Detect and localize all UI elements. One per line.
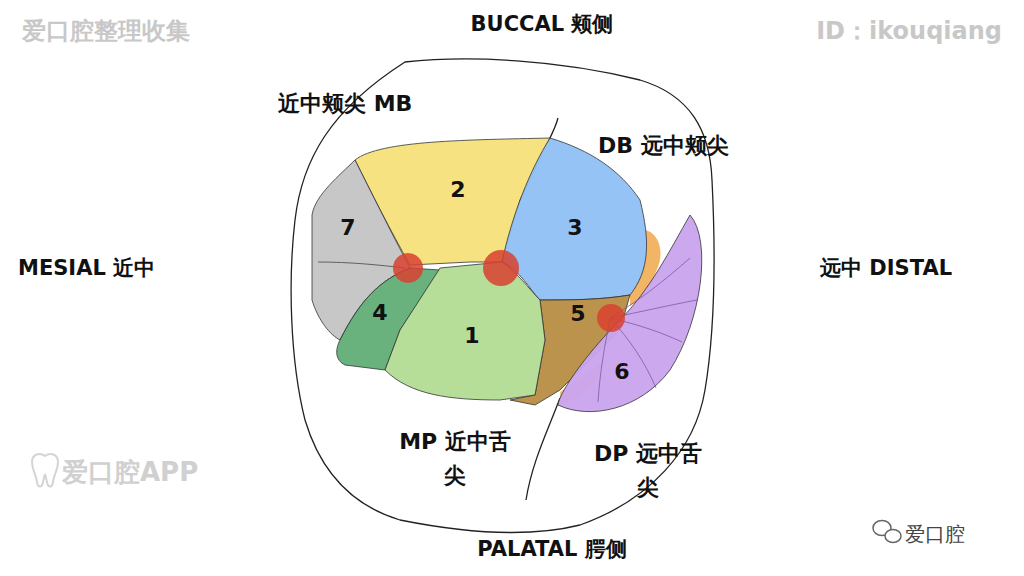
callout-number: 2 [450, 179, 465, 201]
cusp-region: 3 [500, 136, 649, 302]
tooth-outline [291, 59, 714, 533]
watermark: 爱口腔整理收集 [22, 12, 190, 50]
cusp-region: 1 [383, 260, 547, 402]
callout-number: 4 [372, 302, 387, 324]
callout-number: 6 [614, 361, 629, 383]
contact-dot [597, 304, 625, 332]
watermark: 爱口腔APP [62, 452, 198, 494]
region-outline [502, 138, 647, 300]
lingual-groove [526, 398, 560, 500]
side-label: BUCCAL 颊侧 [471, 8, 614, 42]
watermark: 爱口腔 [905, 518, 965, 550]
cusp-label: MP 近中舌尖 [399, 425, 511, 493]
side-label: MESIAL 近中 [18, 252, 155, 286]
gray-crease [318, 262, 405, 268]
cusp-label: DP 远中舌尖 [592, 437, 704, 505]
side-label: 远中 DISTAL [820, 252, 952, 286]
callout-number: 1 [464, 325, 479, 347]
region-outline [558, 215, 702, 412]
callout-number: 3 [567, 217, 582, 239]
wechat-icon [873, 521, 901, 543]
cusp-label: 近中颊尖 MB [278, 86, 412, 121]
side-label: PALATAL 腭侧 [477, 533, 626, 567]
callout-number: 7 [340, 217, 355, 239]
contact-dot [483, 250, 519, 286]
callout-number: 5 [570, 303, 585, 325]
tooth-icon [32, 454, 58, 487]
region-outline [385, 262, 545, 400]
contact-dot [393, 253, 423, 283]
cusp-ridges [598, 258, 697, 402]
cusp-label: DB 远中颊尖 [598, 128, 729, 163]
watermark: ID：ikouqiang [816, 12, 1002, 50]
